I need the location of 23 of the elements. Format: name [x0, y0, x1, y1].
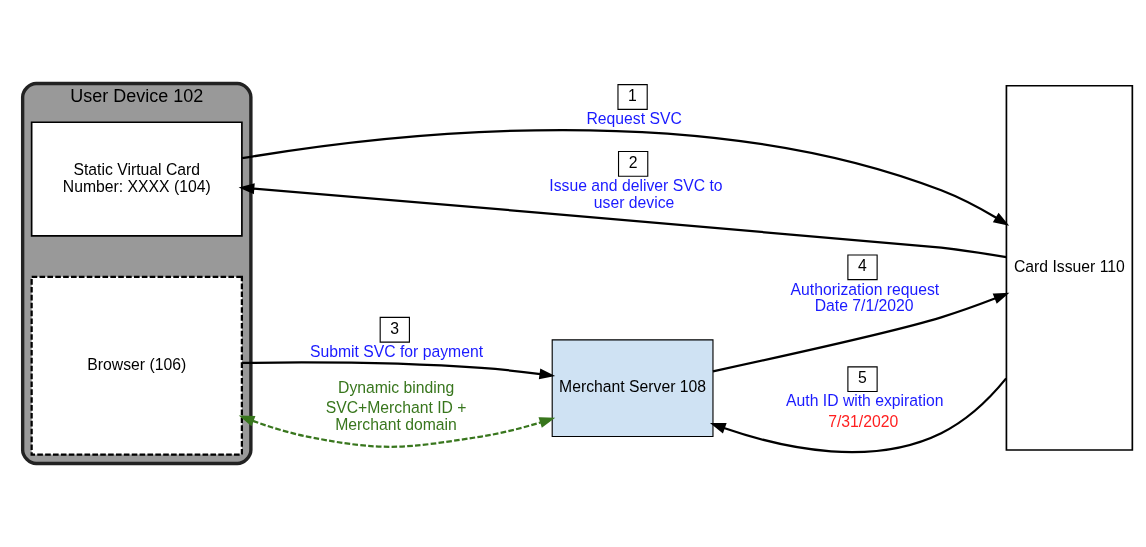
- edge-label: Dynamic binding: [338, 378, 455, 396]
- arrow: [238, 183, 1007, 259]
- edge-label: Auth ID with expiration: [786, 392, 944, 410]
- arrow: [238, 415, 556, 448]
- label: 1: [628, 87, 637, 105]
- label: 5: [858, 369, 867, 387]
- node-box: Card Issuer 110: [1005, 84, 1134, 451]
- label: 3: [390, 319, 400, 337]
- label: 7/31/2020: [828, 412, 899, 430]
- edge-label: Issue and deliver SVC to user device: [549, 177, 723, 211]
- edge-label: Authorization request Date 7/1/2020: [790, 280, 940, 315]
- node-box: Static Virtual Card Number: XXXX (104): [30, 121, 243, 237]
- arrow: [712, 292, 1010, 373]
- edge-label: Submit SVC for payment: [309, 342, 484, 360]
- edge-label: Request SVC: [586, 110, 682, 128]
- node-box: Browser (106): [30, 275, 243, 456]
- label: 2: [628, 154, 638, 172]
- node-box: Merchant Server 108: [551, 339, 714, 438]
- arrow: [242, 361, 556, 380]
- arrow: [241, 128, 1010, 226]
- arrow: [709, 377, 1007, 454]
- label: 4: [858, 257, 867, 275]
- label: SVC+Merchant ID + Merchant domain: [325, 399, 467, 433]
